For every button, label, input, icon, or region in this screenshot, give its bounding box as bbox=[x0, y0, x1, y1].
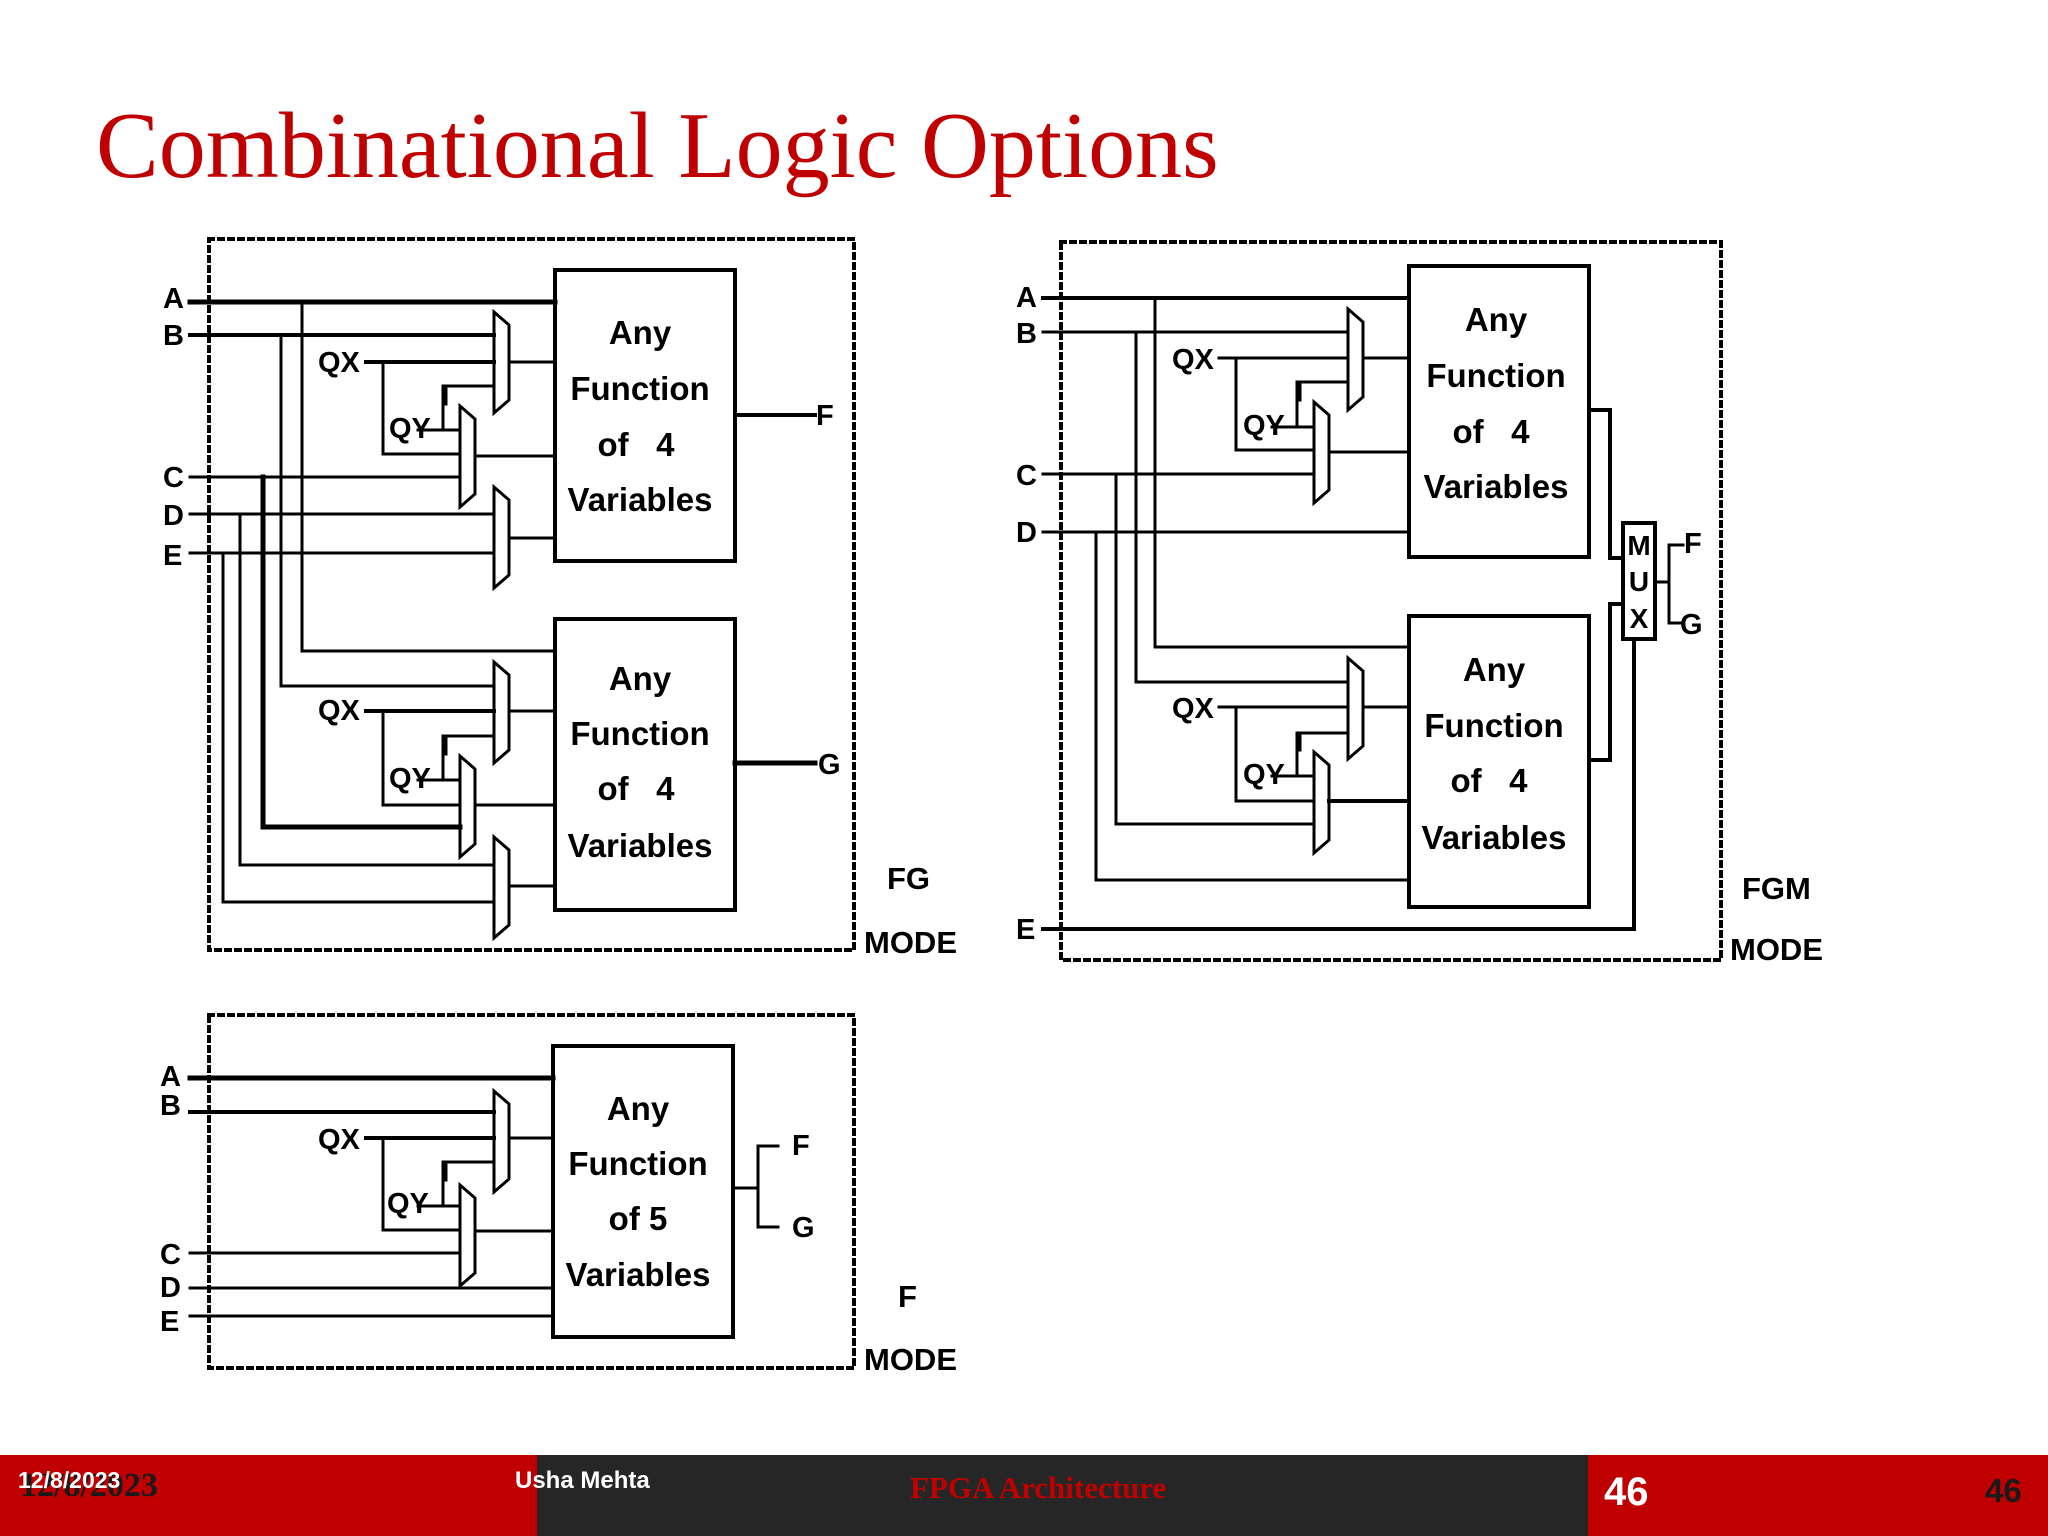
fgm-bottom-block-line2: Function bbox=[1424, 707, 1563, 744]
fg-top-block-line3: of 4 bbox=[597, 426, 675, 463]
slide-title: Combinational Logic Options bbox=[96, 94, 1219, 198]
f-block-line4: Variables bbox=[566, 1256, 711, 1293]
fgm-top-block-line3: of 4 bbox=[1452, 413, 1530, 450]
fg-bottom-function-block bbox=[553, 617, 737, 912]
logic-diagrams: A B C D E QX QY QX QY Any Function of 4 … bbox=[160, 237, 1823, 1377]
fgm-output-f: F bbox=[1684, 528, 1702, 560]
footer-course-title: FPGA Architecture bbox=[910, 1470, 1167, 1505]
fg-bottom-block-line3: of 4 bbox=[597, 770, 675, 807]
fgm-labels: A B C D E QX QY QX QY Any Function of 4 … bbox=[1016, 282, 1823, 967]
fgm-top-qx: QX bbox=[1172, 344, 1215, 376]
fgm-mux-letter-m: M bbox=[1627, 530, 1650, 561]
fg-dashed-boundary bbox=[207, 237, 856, 952]
fg-top-block-line2: Function bbox=[570, 370, 709, 407]
fgm-mode-label-line2: MODE bbox=[1730, 932, 1823, 967]
fgm-bottom-function-block bbox=[1407, 614, 1591, 909]
fgm-input-a: A bbox=[1016, 282, 1037, 314]
fgm-wires bbox=[1041, 296, 1685, 931]
fgm-mux-shapes bbox=[1312, 305, 1365, 857]
fg-output-f: F bbox=[816, 400, 834, 432]
footer-date-small: 12/8/2023 bbox=[18, 1467, 121, 1493]
fgm-mux-box bbox=[1621, 521, 1657, 641]
fgm-dashed-boundary bbox=[1059, 240, 1723, 962]
f-output-f: F bbox=[792, 1130, 810, 1162]
fgm-input-c: C bbox=[1016, 460, 1037, 492]
f-block-line2: Function bbox=[568, 1145, 707, 1182]
fgm-bottom-qx: QX bbox=[1172, 693, 1215, 725]
fgm-bottom-qy: QY bbox=[1243, 759, 1285, 791]
fg-top-qy: QY bbox=[389, 413, 431, 445]
f-input-b: B bbox=[160, 1090, 181, 1122]
footer-page-number-right: 46 bbox=[1985, 1472, 2022, 1509]
footer-date-large: 12/8/2023 bbox=[20, 1467, 158, 1504]
slide-footer: 12/8/2023 12/8/2023 Usha Mehta FPGA Arch… bbox=[0, 1455, 2048, 1536]
fg-bottom-qy: QY bbox=[389, 763, 431, 795]
fgm-input-d: D bbox=[1016, 517, 1037, 549]
fgm-top-block-line1: Any bbox=[1465, 301, 1528, 338]
fgm-mux-letter-x: X bbox=[1630, 603, 1649, 634]
fg-input-c: C bbox=[163, 462, 184, 494]
fgm-mode-label-line1: FGM bbox=[1742, 871, 1811, 906]
f-input-e: E bbox=[160, 1306, 179, 1338]
fg-top-function-block bbox=[553, 268, 737, 563]
footer-center-dark-band bbox=[537, 1455, 1588, 1536]
fg-input-b: B bbox=[163, 320, 184, 352]
f-mode-label-line2: MODE bbox=[864, 1342, 957, 1377]
f-function-block bbox=[551, 1044, 735, 1339]
fgm-mux-letter-u: U bbox=[1629, 566, 1649, 597]
f-input-c: C bbox=[160, 1239, 181, 1271]
fg-top-block-line1: Any bbox=[609, 314, 672, 351]
f-mode-diagram bbox=[187, 1013, 856, 1370]
fg-wires bbox=[187, 299, 818, 904]
fgm-output-g: G bbox=[1680, 609, 1703, 641]
fg-labels: A B C D E QX QY QX QY Any Function of 4 … bbox=[163, 283, 957, 960]
fg-output-g: G bbox=[818, 749, 841, 781]
f-qx: QX bbox=[318, 1124, 361, 1156]
footer-author: Usha Mehta bbox=[515, 1467, 650, 1494]
f-input-d: D bbox=[160, 1272, 181, 1304]
fgm-top-qy: QY bbox=[1243, 410, 1285, 442]
fgm-bottom-block-line4: Variables bbox=[1422, 819, 1567, 856]
footer-page-number-box: 46 bbox=[1604, 1470, 1649, 1514]
footer-right-red-band bbox=[1588, 1455, 2048, 1536]
fg-input-e: E bbox=[163, 540, 182, 572]
f-block-line3: of 5 bbox=[609, 1200, 668, 1237]
fg-mux-shapes bbox=[458, 308, 511, 942]
fg-bottom-qx: QX bbox=[318, 695, 361, 727]
fgm-bottom-block-line1: Any bbox=[1463, 651, 1526, 688]
fgm-top-block-line2: Function bbox=[1426, 357, 1565, 394]
fg-input-a: A bbox=[163, 283, 184, 315]
fg-top-qx: QX bbox=[318, 347, 361, 379]
fg-top-block-line4: Variables bbox=[568, 481, 713, 518]
fgm-bottom-block-line3: of 4 bbox=[1450, 762, 1528, 799]
fgm-top-block-line4: Variables bbox=[1424, 468, 1569, 505]
fg-mode-diagram bbox=[187, 237, 856, 952]
fg-mode-label-line1: FG bbox=[887, 861, 930, 896]
f-dashed-boundary bbox=[207, 1013, 856, 1370]
fg-bottom-block-line1: Any bbox=[609, 660, 672, 697]
fgm-top-function-block bbox=[1407, 264, 1591, 559]
footer-left-red-band bbox=[0, 1455, 537, 1536]
fgm-input-e: E bbox=[1016, 914, 1035, 946]
f-mux-shapes bbox=[458, 1087, 511, 1290]
f-mode-label-line1: F bbox=[898, 1279, 917, 1314]
fg-bottom-block-line4: Variables bbox=[568, 827, 713, 864]
fg-input-d: D bbox=[163, 500, 184, 532]
f-input-a: A bbox=[160, 1061, 181, 1093]
f-block-line1: Any bbox=[607, 1090, 670, 1127]
fg-mode-label-line2: MODE bbox=[864, 925, 957, 960]
f-wires bbox=[187, 1075, 780, 1318]
fgm-input-b: B bbox=[1016, 318, 1037, 350]
fg-bottom-block-line2: Function bbox=[570, 715, 709, 752]
f-output-g: G bbox=[792, 1212, 815, 1244]
f-qy: QY bbox=[387, 1188, 429, 1220]
fgm-mode-diagram bbox=[1041, 240, 1723, 962]
f-labels: A B C D E QX QY Any Function of 5 Variab… bbox=[160, 1061, 957, 1377]
